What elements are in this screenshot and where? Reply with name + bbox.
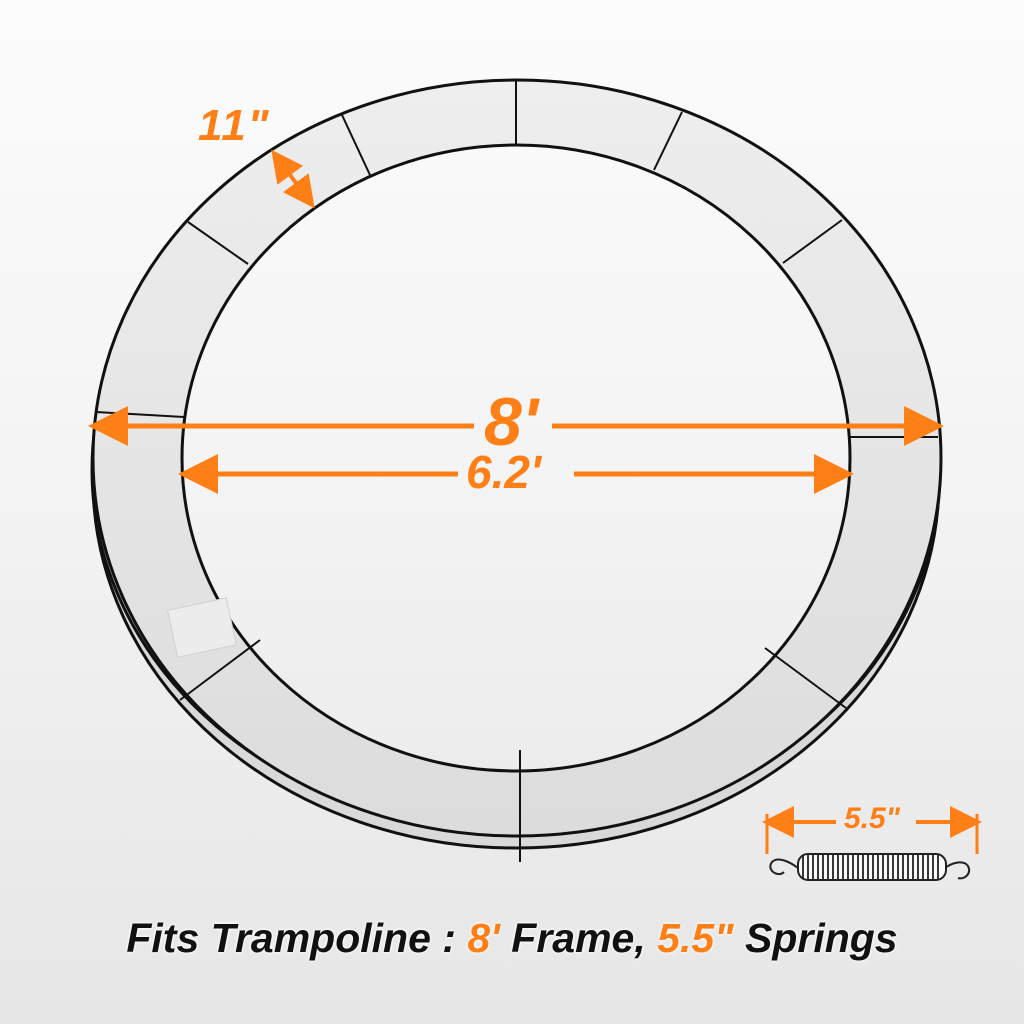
pad-ring <box>90 78 943 862</box>
caption-spring-label: Springs <box>733 915 898 961</box>
outer-diameter-label: 8' <box>484 384 538 460</box>
spring-dimension-arrow <box>762 806 982 854</box>
pad-width-arrow <box>271 149 315 209</box>
caption-prefix: Fits Trampoline <box>126 915 431 961</box>
spring-length-label: 5.5" <box>844 802 900 835</box>
caption-frame-label: Frame, <box>499 915 658 961</box>
fit-caption: Fits Trampoline : 8' Frame, 5.5" Springs <box>0 915 1024 962</box>
caption-separator: : <box>430 915 468 961</box>
inner-diameter-label: 6.2' <box>466 446 541 498</box>
caption-spring-size: 5.5" <box>657 915 734 961</box>
caption-frame-size: 8' <box>467 915 500 961</box>
pad-width-label: 11" <box>198 101 271 150</box>
spring-icon <box>769 853 970 881</box>
